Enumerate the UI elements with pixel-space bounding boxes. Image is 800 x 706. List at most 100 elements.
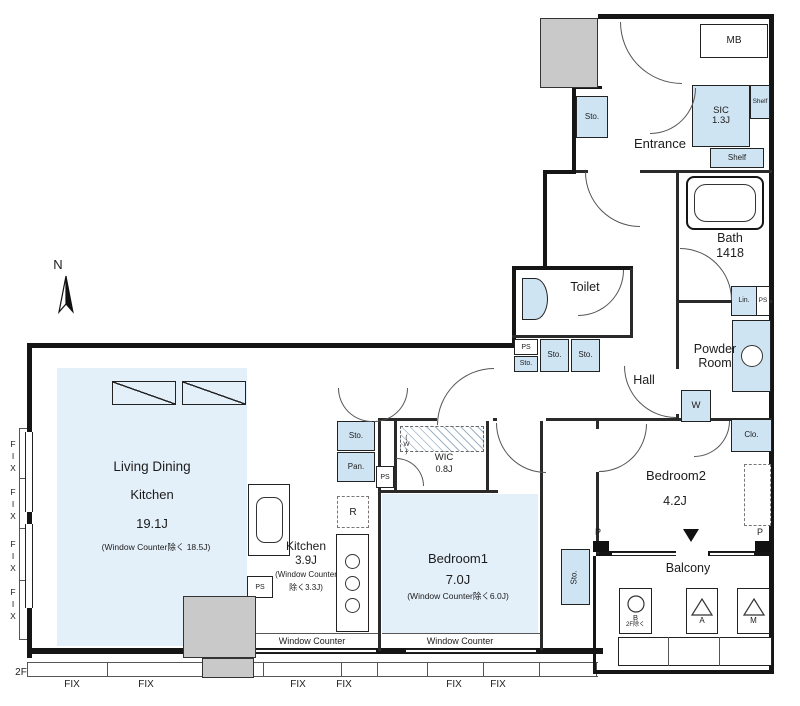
bedroom1-floor — [382, 494, 538, 633]
window-mullion — [20, 478, 28, 479]
pantry-label: Pan. — [347, 461, 365, 471]
structure-block — [183, 596, 256, 658]
door-arc — [585, 172, 640, 227]
ldk-label-1: Living Dining — [113, 459, 191, 474]
window-band-line — [19, 428, 20, 640]
furniture-outline — [744, 464, 771, 526]
window — [612, 552, 676, 556]
fix-window-label: FIX — [8, 587, 18, 623]
bedroom1-label: Bedroom1 — [428, 551, 488, 566]
storage-box: Sto. — [337, 421, 375, 451]
bathtub-inner — [694, 184, 756, 222]
window — [710, 552, 754, 556]
sink-bowl — [740, 345, 763, 367]
shelf: Shelf — [710, 148, 764, 168]
ceiling-feature — [182, 381, 246, 405]
hall-label: Hall — [633, 373, 655, 387]
wall — [769, 14, 774, 673]
wall — [378, 421, 381, 651]
fix-window-label: FIX — [8, 439, 18, 475]
balcony-drain-grate — [618, 637, 772, 666]
pipe-space: PS — [514, 339, 538, 355]
balcony-equipment-b: B 2F除く — [619, 588, 652, 634]
wall — [493, 418, 497, 421]
wall — [598, 14, 772, 19]
storage-box: Sto. — [540, 339, 569, 372]
storage-label: Sto. — [348, 430, 364, 440]
storage-box: Sto. — [571, 339, 600, 372]
balcony-entry-marker-icon — [683, 529, 699, 542]
ldk-size: 19.1J — [136, 516, 168, 531]
door-arc — [437, 368, 494, 425]
grate-divider — [719, 637, 720, 666]
shoe-closet: SIC 1.3J — [692, 85, 750, 147]
window-mullion — [427, 662, 428, 677]
wall — [596, 472, 599, 554]
ps-label: PS — [521, 343, 531, 351]
pipe-space: PS — [247, 576, 273, 598]
window-mullion — [27, 662, 28, 677]
window-band-line — [27, 662, 598, 663]
window-mullion — [107, 662, 108, 677]
bedroom2-size: 4.2J — [663, 494, 687, 508]
wall — [593, 556, 596, 673]
pillar-label: P — [756, 527, 763, 537]
linen-box: Lin. — [731, 286, 757, 316]
window-mullion — [20, 428, 28, 429]
window-mullion — [377, 662, 378, 677]
wall — [676, 170, 679, 303]
wall — [512, 266, 633, 270]
shelf-label: Shelf — [752, 98, 768, 106]
kitchen-counter — [248, 484, 290, 556]
linen-label: Lin. — [738, 297, 750, 305]
north-arrow-icon — [57, 275, 74, 315]
bath-size: 1418 — [716, 246, 744, 260]
door-arc — [694, 421, 730, 457]
window-counter-line — [382, 633, 540, 634]
wic-label: WIC — [434, 452, 454, 463]
bedroom2-label: Bedroom2 — [646, 468, 706, 483]
balcony-b-note: 2F除く — [625, 621, 645, 628]
balcony-label: Balcony — [665, 561, 711, 575]
wall — [540, 421, 543, 650]
washer-label: W — [691, 399, 701, 411]
bedroom1-size: 7.0J — [445, 572, 471, 587]
balcony-m-label: M — [750, 616, 757, 625]
window-band-line — [27, 676, 598, 677]
balcony-a-label: A — [699, 616, 705, 625]
balcony-equipment-a: A — [686, 588, 718, 634]
wall — [27, 343, 516, 348]
fridge-space: R — [337, 496, 369, 528]
closet-label: Clo. — [744, 430, 759, 440]
wall — [512, 268, 516, 347]
floor-label: 2F — [15, 667, 27, 678]
pillar — [755, 541, 771, 552]
sic-label: SIC — [713, 104, 729, 116]
window-mullion — [341, 662, 342, 677]
wall — [543, 172, 547, 270]
kitchen-sink — [255, 497, 283, 543]
toilet-label: Toilet — [570, 280, 600, 294]
triangle-icon — [742, 597, 765, 616]
storage-box: Sto. — [514, 356, 538, 372]
wic-size: 0.8J — [435, 464, 453, 474]
ps-label: PS — [758, 296, 768, 304]
wic-shelf — [400, 426, 484, 452]
meter-box-label: MB — [726, 35, 742, 46]
ldk-note: (Window Counter除く 18.5J) — [101, 542, 211, 552]
sic-size: 1.3J — [712, 115, 730, 126]
window — [25, 524, 33, 608]
stove — [336, 534, 369, 632]
triangle-icon — [690, 597, 714, 616]
wall — [543, 170, 576, 174]
burner — [345, 553, 360, 569]
pipe-space: PS — [376, 466, 394, 488]
storage-label: Sto. — [584, 111, 600, 121]
wall — [394, 421, 397, 493]
shelf-label: Shelf — [727, 152, 747, 162]
kitchen-note-1: (Window Counter — [275, 570, 337, 579]
storage-label: Sto. — [547, 350, 562, 360]
door-arc — [620, 22, 682, 84]
wall — [630, 268, 633, 338]
